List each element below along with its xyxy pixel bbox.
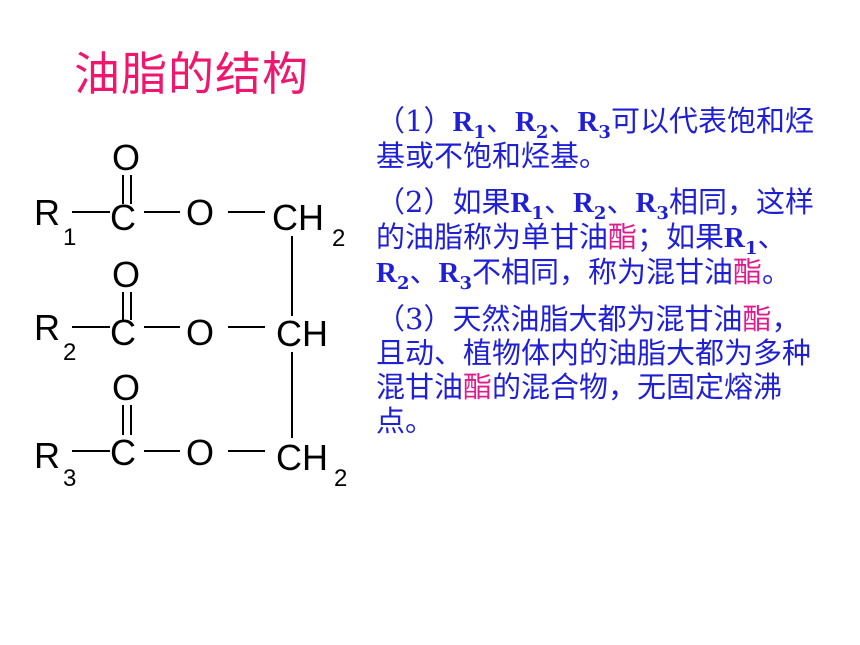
glycerol-subscript-1: 2 (332, 225, 345, 252)
ester-oxygen-1: O (186, 192, 214, 233)
highlight-zhi: 酯 (608, 220, 638, 254)
glycerol-carbon-3: CH (276, 437, 328, 478)
r-subscript-2: 2 (63, 339, 76, 366)
oxo-oxygen-2: O (112, 254, 140, 295)
glycerol-carbon-1: CH (272, 197, 324, 238)
oxo-oxygen-1: O (112, 137, 140, 178)
r-group-3: R (34, 435, 60, 476)
carbonyl-carbon-3: C (110, 432, 136, 473)
ester-row-3: O R 3 C O CH 2 (34, 367, 347, 492)
page-title: 油脂的结构 (74, 47, 309, 101)
triglyceride-structural-formula: O R 1 C O CH 2 O R 2 C O CH O R 3 C O (34, 137, 347, 492)
oxo-oxygen-3: O (112, 367, 140, 408)
glycerol-carbon-2: CH (276, 313, 328, 354)
r-subscript-3: 3 (63, 465, 76, 492)
note-2: （2）如果R1、R2、R3相同，这样的油脂称为单甘油酯；如果R1、R2、R3不相… (376, 185, 814, 294)
r-group-1: R (34, 192, 60, 233)
glycerol-subscript-3: 2 (334, 465, 347, 492)
carbonyl-carbon-2: C (110, 312, 136, 353)
notes-panel: （1）R1、R2、R3可以代表饱和烃基或不饱和烃基。 （2）如果R1、R2、R3… (376, 104, 816, 450)
r-subscript-1: 1 (63, 224, 76, 251)
highlight-zhi: 酯 (463, 370, 493, 404)
ester-oxygen-3: O (186, 432, 214, 473)
highlight-zhi: 酯 (733, 255, 763, 289)
note-3: （3）天然油脂大都为混甘油酯，且动、植物体内的油脂大都为多种混甘油酯的混合物，无… (376, 302, 812, 438)
ester-row-1: O R 1 C O CH 2 (34, 137, 345, 252)
carbonyl-carbon-1: C (110, 197, 136, 238)
note-1: （1）R1、R2、R3可以代表饱和烃基或不饱和烃基。 (376, 104, 814, 173)
highlight-zhi: 酯 (742, 302, 772, 336)
r-group-2: R (34, 307, 60, 348)
ester-row-2: O R 2 C O CH (34, 254, 328, 366)
ester-oxygen-2: O (186, 312, 214, 353)
